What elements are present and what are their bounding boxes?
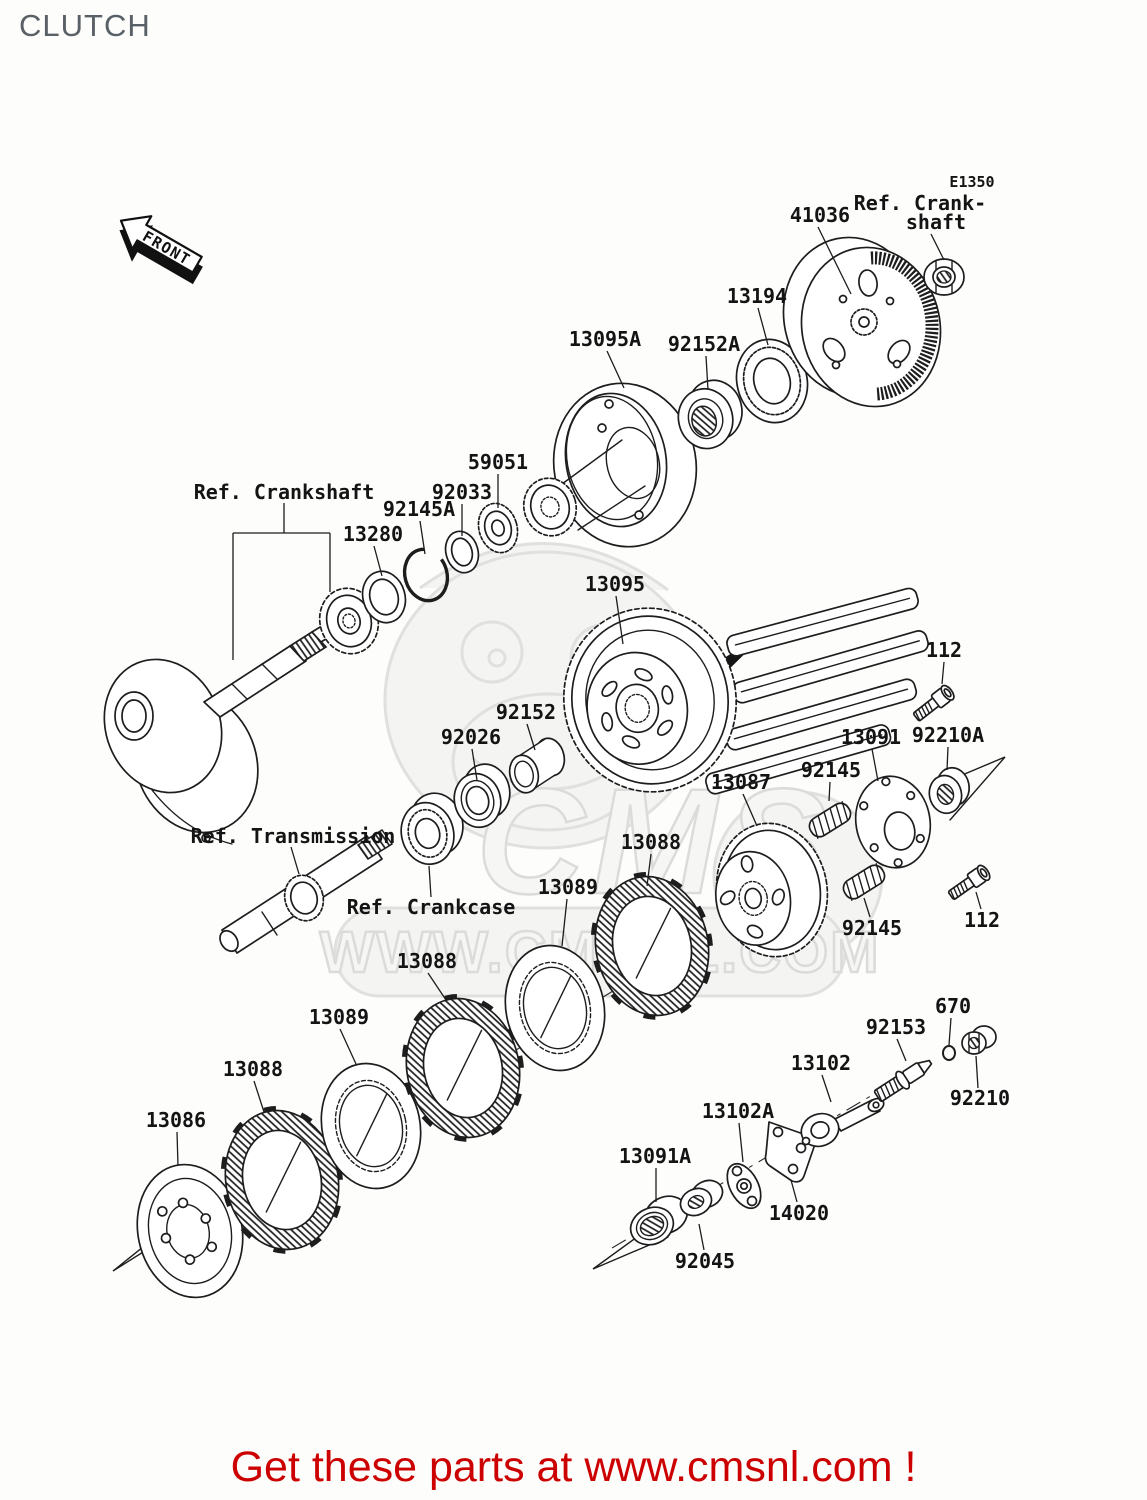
- part-label-13095: 13095: [585, 572, 645, 596]
- part-label-92145a: 92145A: [383, 497, 455, 521]
- part-92152-drawing: [508, 737, 566, 794]
- part-label-13088-mid: 13088: [397, 949, 457, 973]
- part-13095-drawing: [562, 587, 929, 795]
- page-title: CLUTCH: [19, 8, 151, 43]
- part-label-92145-top: 92145: [801, 758, 861, 782]
- part-label-13089-right: 13089: [538, 875, 598, 899]
- part-label-13280: 13280: [343, 522, 403, 546]
- part-92045-drawing: [679, 1179, 724, 1217]
- part-label-ref-crankshaft-top-2: shaft: [906, 210, 966, 234]
- part-label-92153: 92153: [866, 1015, 926, 1039]
- part-92153-drawing: [873, 1059, 933, 1103]
- part-label-92033: 92033: [432, 480, 492, 504]
- part-label-14020: 14020: [769, 1201, 829, 1225]
- part-label-ref-transmission: Ref. Transmission: [191, 824, 396, 848]
- part-13091-drawing: [854, 775, 932, 869]
- part-92210a-drawing: [928, 766, 971, 815]
- part-13194-drawing: [735, 338, 809, 424]
- part-92152a-drawing: [677, 379, 743, 450]
- part-112-bolt-bottom-drawing: [945, 862, 994, 904]
- part-label-112-top: 112: [926, 638, 962, 662]
- part-label-13194: 13194: [727, 284, 787, 308]
- part-label-13091a: 13091A: [619, 1144, 691, 1168]
- part-label-112-bottom: 112: [964, 908, 1000, 932]
- part-label-ref-crankshaft: Ref. Crankshaft: [194, 480, 375, 504]
- part-label-ref-crankcase: Ref. Crankcase: [347, 895, 516, 919]
- part-label-ref-crankshaft-top-1: Ref. Crank-: [854, 191, 986, 215]
- part-13088-right-drawing: [590, 872, 714, 1020]
- part-13095a-drawing: [522, 382, 698, 548]
- pointer-arrow-hub-bolts: [947, 756, 1006, 821]
- part-label-92026: 92026: [441, 725, 501, 749]
- part-label-92210a: 92210A: [912, 723, 984, 747]
- part-13280-drawing: [361, 570, 407, 624]
- part-13102a-drawing: [726, 1162, 762, 1210]
- part-label-13102: 13102: [791, 1051, 851, 1075]
- part-59051-drawing: [477, 502, 519, 554]
- part-label-13095a: 13095A: [569, 327, 641, 351]
- part-13088-mid-drawing: [401, 994, 525, 1142]
- part-112-bolt-top-drawing: [909, 682, 958, 725]
- part-label-41036: 41036: [790, 203, 850, 227]
- part-labels: E1350 Ref. Crank- shaft 41036 13194 1309…: [146, 173, 1010, 1273]
- part-92033-drawing: [444, 530, 480, 574]
- part-670-oring-drawing: [942, 1045, 956, 1061]
- part-label-13102a: 13102A: [702, 1099, 774, 1123]
- footer-promo-text: Get these parts at www.cmsnl.com !: [230, 1443, 917, 1491]
- part-label-13091: 13091: [841, 725, 901, 749]
- part-92210-nut-drawing: [961, 1025, 997, 1055]
- part-92026-drawing: [453, 763, 511, 829]
- part-crankshaft-drawing: [103, 620, 340, 845]
- part-label-59051: 59051: [468, 450, 528, 474]
- part-label-92045: 92045: [675, 1249, 735, 1273]
- part-label-13088-right: 13088: [621, 830, 681, 854]
- part-13086-drawing: [136, 1163, 244, 1299]
- part-label-13087: 13087: [711, 770, 771, 794]
- part-13102-drawing: [800, 1097, 885, 1148]
- part-13089-left-drawing: [320, 1062, 422, 1190]
- part-41036-drawing: [782, 236, 942, 408]
- part-label-92145-bottom: 92145: [842, 916, 902, 940]
- part-92145a-drawing: [402, 547, 450, 603]
- part-label-92152: 92152: [496, 700, 556, 724]
- part-label-92210: 92210: [950, 1086, 1010, 1110]
- part-transmission-shaft-drawing: [219, 828, 394, 954]
- part-13089-right-drawing: [504, 944, 606, 1072]
- part-13087-drawing: [714, 822, 829, 958]
- part-label-e1350: E1350: [949, 173, 994, 191]
- front-direction-arrow: FRONT: [119, 215, 203, 285]
- part-crankcase-bearing-drawing: [400, 792, 464, 866]
- part-label-13088-left: 13088: [223, 1057, 283, 1081]
- leader-lines: [176, 226, 982, 1251]
- part-label-670: 670: [935, 994, 971, 1018]
- part-crank-nut-drawing: [923, 258, 965, 296]
- part-label-13089-left: 13089: [309, 1005, 369, 1029]
- part-label-13086: 13086: [146, 1108, 206, 1132]
- part-label-92152a: 92152A: [668, 332, 740, 356]
